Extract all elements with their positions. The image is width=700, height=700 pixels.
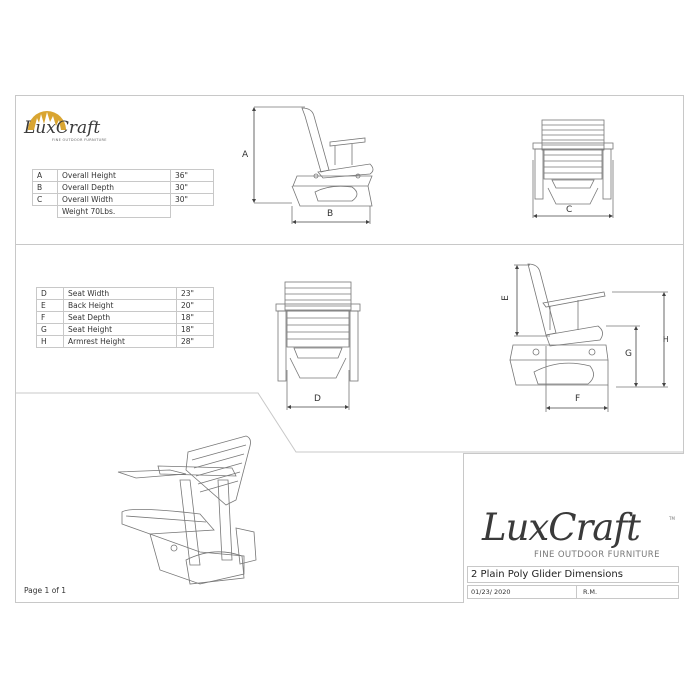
table-row: F Seat Depth 18" (36, 311, 214, 324)
front-view-drawing (532, 119, 614, 218)
dim-label-e: E (500, 295, 511, 301)
drawing-sheet-border (15, 95, 684, 603)
drawing-title: 2 Plain Poly Glider Dimensions (467, 566, 679, 583)
dim-value: 28" (176, 335, 214, 348)
dim-label-a: A (242, 150, 249, 160)
table-row: C Overall Width 30" (32, 193, 214, 206)
table-row: H Armrest Height 28" (36, 335, 214, 348)
title-block: LuxCraft TM FINE OUTDOOR FURNITURE 2 Pla… (463, 453, 684, 603)
table-row: E Back Height 20" (36, 299, 214, 312)
section-divider-top (15, 244, 684, 245)
dim-label-c: C (566, 205, 573, 215)
dim-label-d: D (314, 394, 321, 404)
overall-dimensions-table: A Overall Height 36" B Overall Depth 30"… (32, 169, 214, 218)
small-logo: LuxCraft FINE OUTDOOR FURNITURE (22, 100, 112, 146)
dim-value: 30" (170, 193, 214, 206)
drawing-initials: R.M. (577, 585, 679, 599)
brand-wordmark: LuxCraft (482, 506, 641, 549)
table-row: A Overall Height 36" (32, 169, 214, 182)
brand-tagline: FINE OUTDOOR FURNITURE (534, 550, 660, 560)
detail-dimensions-table: D Seat Width 23" E Back Height 20" F Sea… (36, 287, 214, 348)
page-number: Page 1 of 1 (24, 586, 67, 595)
dim-label-h: H (663, 335, 669, 344)
side-view-drawing (252, 106, 374, 224)
trademark-mark: TM (669, 516, 675, 521)
isometric-view-drawing (117, 435, 257, 585)
dim-key: H (36, 335, 64, 348)
table-row: G Seat Height 18" (36, 323, 214, 336)
small-logo-tagline: FINE OUTDOOR FURNITURE (52, 138, 107, 142)
seat-detail-side-view-drawing (509, 263, 668, 412)
table-row-weight: Weight 70Lbs. (33, 205, 214, 218)
logo-sun-trees-icon (28, 111, 66, 130)
dim-label-b: B (327, 209, 334, 219)
small-logo-wordmark: LuxCraft (24, 118, 101, 138)
dim-label-f: F (575, 394, 581, 404)
drawing-date: 01/23/ 2020 (467, 585, 577, 599)
seat-width-view-drawing (275, 281, 361, 410)
weight-label: Weight 70Lbs. (57, 205, 171, 218)
dim-label-g: G (625, 349, 632, 359)
